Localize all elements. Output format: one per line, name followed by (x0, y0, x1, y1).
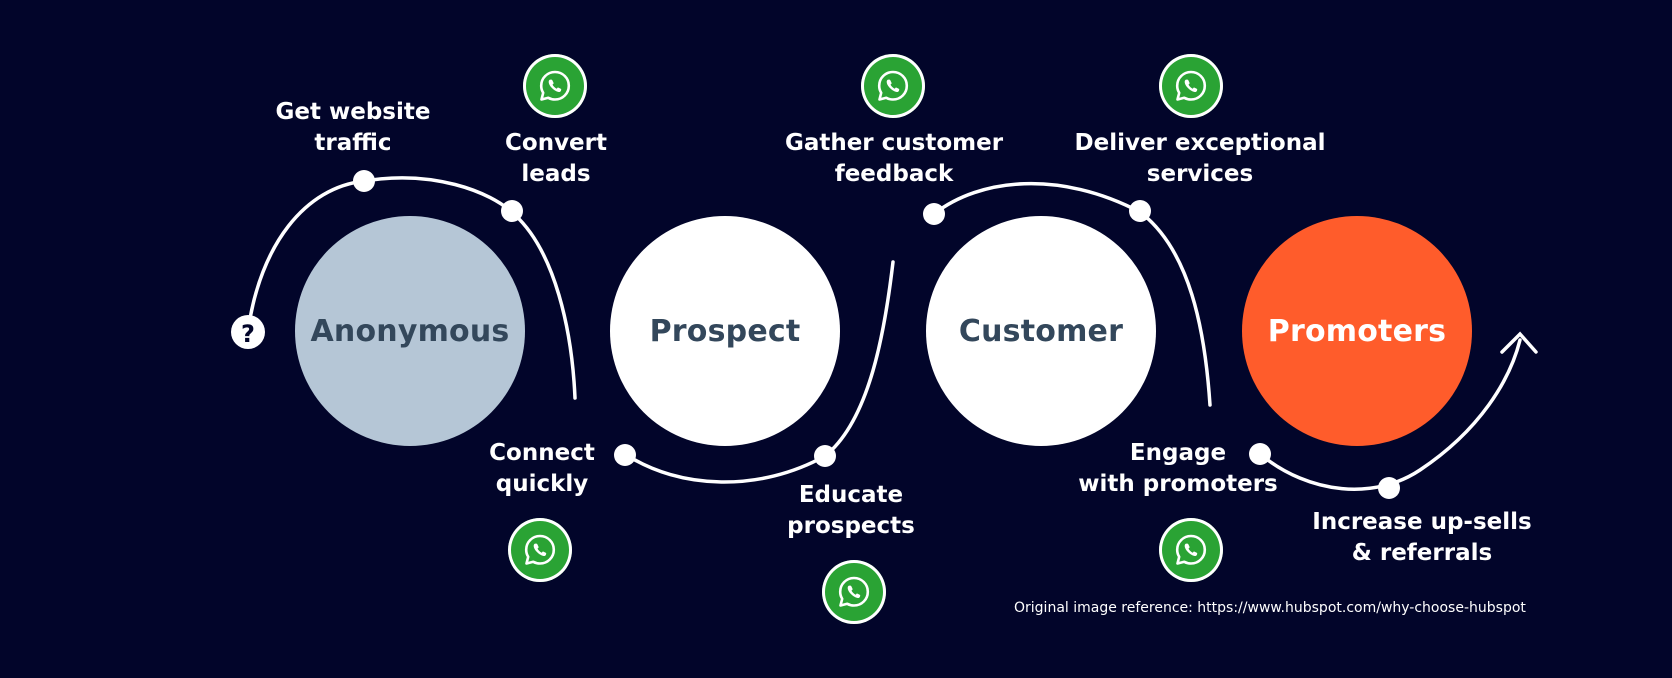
whatsapp-glyph (838, 576, 870, 607)
node-dot (614, 444, 636, 466)
whatsapp-icon (861, 54, 925, 118)
node-dot (501, 200, 523, 222)
arc-promoters-bottom (1258, 338, 1522, 491)
stage-label: Customer (958, 313, 1124, 349)
whatsapp-icon (1159, 518, 1223, 582)
node-dot (1129, 200, 1151, 222)
node-dot (1378, 477, 1400, 499)
whatsapp-glyph (1175, 70, 1207, 101)
reference-text: Original image reference: https://www.hu… (1014, 600, 1526, 616)
whatsapp-icon (822, 560, 886, 624)
whatsapp-glyph (877, 70, 909, 101)
stage-label: Anonymous (310, 313, 510, 349)
question-mark-icon: ? (241, 320, 255, 348)
stage-customer: Customer (926, 216, 1156, 446)
node-dot (353, 170, 375, 192)
question-circle (231, 315, 265, 349)
stage-anonymous: Anonymous (295, 216, 525, 446)
whatsapp-icon (1159, 54, 1223, 118)
whatsapp-glyph (524, 534, 556, 565)
node-dot (814, 445, 836, 467)
step-increase-upsells: Increase up-sells& referrals (1312, 509, 1532, 566)
arc-anonymous-top (246, 176, 577, 400)
whatsapp-icon (523, 54, 587, 118)
arrow-head (1500, 331, 1538, 354)
whatsapp-glyph (539, 70, 571, 101)
whatsapp-glyph (1175, 534, 1207, 565)
stage-promoters: Promoters (1242, 216, 1472, 446)
whatsapp-icon (508, 518, 572, 582)
node-dot (1249, 443, 1271, 465)
stage-label: Promoters (1267, 313, 1447, 349)
stage-label: Prospect (649, 313, 801, 349)
stage-prospect: Prospect (610, 216, 840, 446)
node-dot (923, 203, 945, 225)
